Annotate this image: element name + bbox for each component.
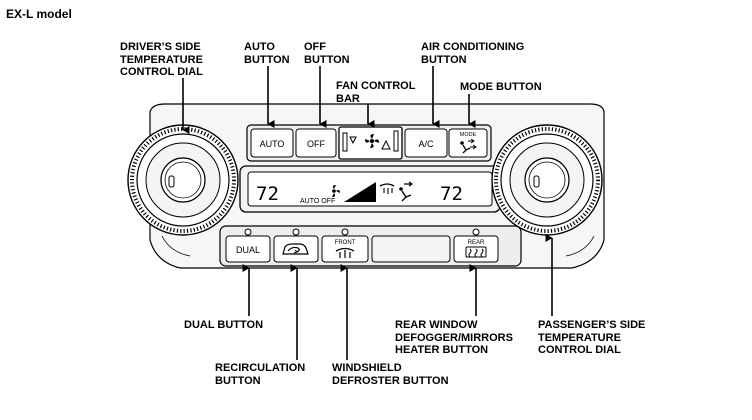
fan-level-bar xyxy=(344,182,376,202)
driver-temperature-dial[interactable] xyxy=(127,124,239,236)
display-airflow-icon xyxy=(399,181,414,202)
recirculation-indicator-light xyxy=(292,228,300,236)
passenger-temperature-dial[interactable] xyxy=(491,124,603,236)
ac-button[interactable]: A/C xyxy=(404,128,448,158)
dual-indicator-light xyxy=(244,228,252,236)
page-title: EX-L model xyxy=(6,7,72,21)
svg-text:MODE: MODE xyxy=(460,132,477,138)
svg-text:AUTO: AUTO xyxy=(260,139,285,149)
right-temp-readout: 72 xyxy=(440,183,463,205)
left-temp-readout: 72 xyxy=(256,183,279,205)
front-defrost-icon xyxy=(335,247,355,258)
svg-text:DUAL: DUAL xyxy=(236,245,260,255)
display-defrost-icon xyxy=(379,183,395,194)
display-fan-icon xyxy=(332,185,340,197)
off-button[interactable]: OFF xyxy=(295,128,337,158)
rear-defrost-indicator-light xyxy=(472,228,480,236)
auto-button[interactable]: AUTO xyxy=(250,128,294,158)
label-dual-button: DUAL BUTTON xyxy=(184,319,264,331)
front-defrost-indicator-light xyxy=(341,228,349,236)
recirculation-button[interactable] xyxy=(273,228,319,263)
rear-defogger-button[interactable]: REAR xyxy=(453,228,499,263)
dual-button[interactable]: DUAL xyxy=(225,228,271,263)
display-status: AUTO OFF xyxy=(300,198,335,205)
leader-arrows xyxy=(182,66,553,360)
rear-defrost-icon xyxy=(465,246,487,258)
dial-grip-icon xyxy=(533,175,540,188)
mode-airflow-icon xyxy=(460,138,477,154)
mode-button[interactable]: MODE xyxy=(448,128,488,158)
windshield-defroster-button[interactable]: FRONT xyxy=(321,228,369,263)
recirculation-icon xyxy=(282,243,309,255)
svg-text:FRONT: FRONT xyxy=(335,240,356,246)
fan-icon xyxy=(365,134,379,148)
fan-control-bar[interactable] xyxy=(338,126,403,160)
svg-text:OFF: OFF xyxy=(307,139,325,149)
svg-text:REAR: REAR xyxy=(468,240,485,246)
fan-up-icon xyxy=(381,139,391,150)
blank-panel xyxy=(371,235,451,263)
dial-grip-icon xyxy=(168,175,175,188)
svg-text:A/C: A/C xyxy=(418,139,434,149)
fan-down-icon xyxy=(349,136,357,145)
label-mode-button: MODE BUTTON xyxy=(460,81,542,93)
